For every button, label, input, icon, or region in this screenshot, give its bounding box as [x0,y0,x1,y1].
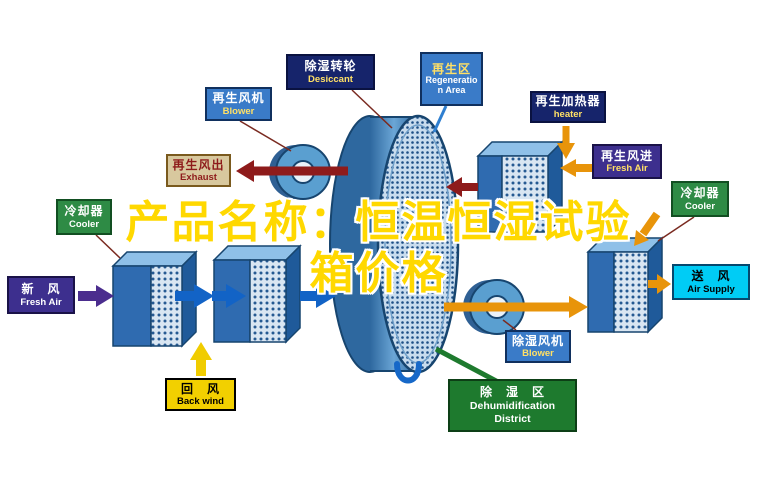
regeneration-area-leader [432,105,448,133]
label-cooler-right-cn: 冷却器 [680,186,720,201]
label-exhaust-en: Exhaust [180,172,217,183]
arrow-regen-inlet [557,126,661,246]
label-regen-blower-cn: 再生风机 [212,91,265,106]
label-dehumid-blower-cn: 除湿风机 [511,333,564,348]
label-regen-fresh-air-en: Fresh Air [606,163,648,174]
air-unit-left [111,250,198,348]
label-exhaust-cn: 再生风出 [172,157,225,172]
label-regeneration-area-en: Regeneration Area [425,75,478,96]
label-dehumid-blower: 除湿风机 Blower [505,330,571,363]
label-regen-blower-en: Blower [222,105,255,117]
wheel-rotation-icon [394,361,422,384]
label-dehumid-blower-en: Blower [522,348,554,359]
label-desiccant-en: Desiccant [308,73,353,85]
air-unit-regen-heater [476,140,564,234]
label-dehumid-district-en: Dehumidification District [469,399,556,425]
label-fresh-air-en: Fresh Air [20,296,62,308]
arrow-return-air [190,342,212,376]
label-cooler-right-en: Cooler [684,200,716,212]
label-fresh-air: 新 风 Fresh Air [7,276,75,314]
label-regen-blower: 再生风机 Blower [205,87,272,121]
label-regen-fresh-air-cn: 再生风进 [600,148,653,163]
label-regeneration-area-cn: 再生区 [431,61,471,76]
label-cooler-right: 冷却器 Cooler [671,181,729,217]
label-exhaust: 再生风出 Exhaust [166,154,231,187]
label-heater-cn: 再生加热器 [535,94,601,109]
label-fresh-air-cn: 新 风 [21,282,61,297]
label-air-supply-en: Air Supply [687,283,735,295]
arrow-regen-exhaust [236,160,478,197]
label-heater-en: heater [553,108,583,120]
dehumid-district-leader [434,346,500,385]
label-air-supply: 送 风 Air Supply [672,264,750,300]
label-back-wind: 回 风 Back wind [165,378,236,411]
label-leader-lines [95,89,695,331]
arrow-process-air [175,284,336,308]
label-back-wind-cn: 回 风 [180,381,220,396]
label-desiccant: 除湿转轮 Desiccant [286,54,375,90]
label-desiccant-cn: 除湿转轮 [304,59,357,74]
label-heater: 再生加热器 heater [530,91,606,123]
rotary-wheel [329,114,460,374]
label-cooler-left-en: Cooler [68,218,100,230]
label-regeneration-area: 再生区 Regeneration Area [420,52,483,106]
label-dehumid-district: 除 湿 区 Dehumidification District [448,379,577,432]
arrow-supply-air [444,274,671,318]
label-regen-fresh-air: 再生风进 Fresh Air [592,144,662,179]
label-air-supply-cn: 送 风 [691,269,731,284]
arrow-fresh-air [78,285,114,307]
label-cooler-left-cn: 冷却器 [64,204,104,219]
label-dehumid-district-cn: 除 湿 区 [479,385,545,400]
label-cooler-left: 冷却器 Cooler [56,199,112,235]
label-back-wind-en: Back wind [177,396,224,407]
